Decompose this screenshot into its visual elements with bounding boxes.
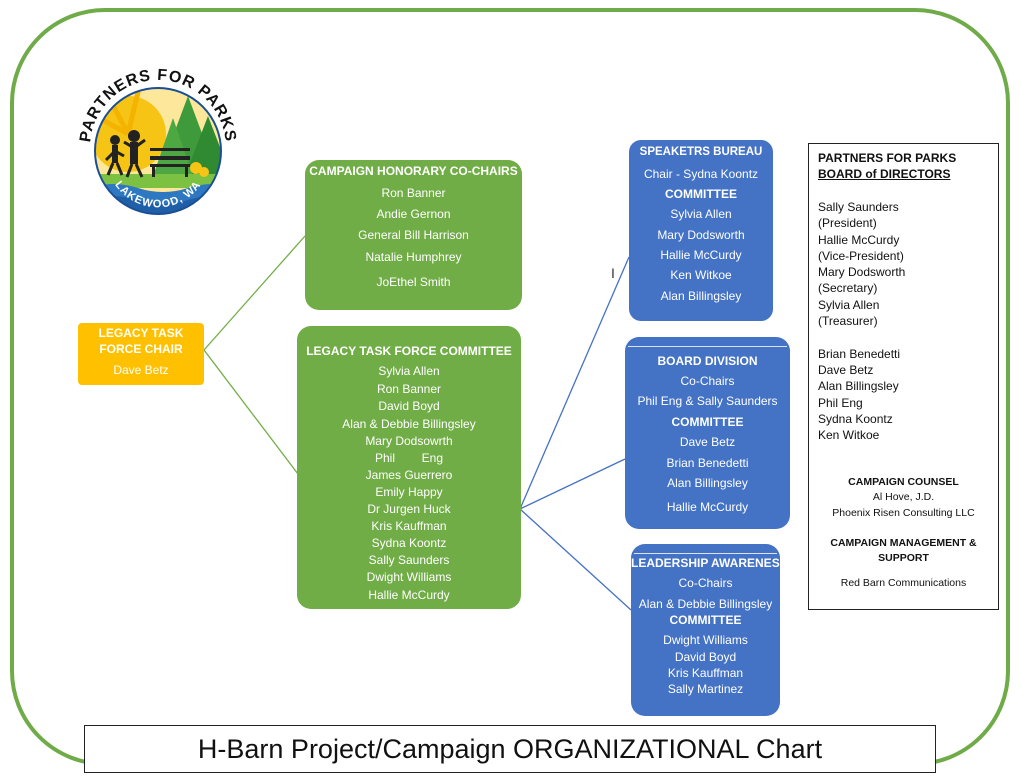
committee-member: David Boyd xyxy=(378,399,440,413)
speakers-committee-label: COMMITTEE xyxy=(665,187,737,201)
chart-title-box: H-Barn Project/Campaign ORGANIZATIONAL C… xyxy=(84,725,936,773)
committee-member: Dr Jurgen Huck xyxy=(367,502,451,516)
committee-member: Kris Kauffman xyxy=(371,519,447,533)
leadership-heading: LEADERSHIP AWARENESS xyxy=(631,556,788,570)
director-officer-line: (President) xyxy=(818,216,877,230)
connector-chair-to-honorary xyxy=(203,235,306,351)
committee-member: Hallie McCurdy xyxy=(368,588,450,602)
director-member: Phil Eng xyxy=(818,396,863,410)
speakers-heading: SPEAKETRS BUREAU xyxy=(639,146,763,158)
board-division-member: Dave Betz xyxy=(679,435,736,449)
board-of-directors-panel: PARTNERS FOR PARKS BOARD of DIRECTORS Sa… xyxy=(808,143,999,610)
legacy-chair-name: Dave Betz xyxy=(113,363,169,377)
committee-member: Phil Eng xyxy=(374,451,444,465)
connector-committee-to-leadership xyxy=(519,508,632,611)
committee-member: Sally Saunders xyxy=(368,553,450,567)
committee-heading: LEGACY TASK FORCE COMMITTEE xyxy=(306,344,512,358)
speakers-member: Alan Billingsley xyxy=(660,289,742,303)
committee-member: Mary Dodsowrth xyxy=(365,434,453,448)
board-division-box: BOARD DIVISION Co-Chairs Phil Eng & Sall… xyxy=(625,337,790,529)
committee-member: James Guerrero xyxy=(365,468,453,482)
leadership-committee-label: COMMITTEE xyxy=(669,613,742,627)
committee-member: Sydna Koontz xyxy=(371,536,447,550)
honorary-name: JoEthel Smith xyxy=(376,275,451,289)
campaign-management-heading-2: SUPPORT xyxy=(878,552,929,564)
director-member: Brian Benedetti xyxy=(818,347,901,361)
leadership-awareness-box: LEADERSHIP AWARENESS Co-Chairs Alan & De… xyxy=(631,544,788,716)
leadership-cochairs-label: Co-Chairs xyxy=(678,576,733,590)
campaign-counsel-heading: CAMPAIGN COUNSEL xyxy=(848,476,959,488)
committee-member: Emily Happy xyxy=(375,485,443,499)
campaign-management-name: Red Barn Communications xyxy=(840,577,967,589)
board-division-member: Alan Billingsley xyxy=(667,476,748,490)
honorary-co-chairs-box: CAMPAIGN HONORARY CO-CHAIRS Ron Banner A… xyxy=(305,160,522,310)
board-division-heading: BOARD DIVISION xyxy=(657,354,758,368)
honorary-name: Natalie Humphrey xyxy=(365,250,462,264)
director-officer-line: (Treasurer) xyxy=(818,314,878,328)
connector-committee-to-board-division xyxy=(519,458,626,510)
director-officer-line: Sally Saunders xyxy=(818,200,899,214)
director-officer-line: Sylvia Allen xyxy=(818,298,880,312)
leadership-member: Dwight Williams xyxy=(663,633,748,647)
committee-member: Dwight Williams xyxy=(366,570,452,584)
campaign-management-heading-1: CAMPAIGN MANAGEMENT & xyxy=(830,537,977,549)
directors-heading-2: BOARD of DIRECTORS xyxy=(818,167,951,181)
leadership-member: Sally Martinez xyxy=(667,682,744,696)
speakers-member: Ken Witkoe xyxy=(670,268,732,282)
chart-title: H-Barn Project/Campaign ORGANIZATIONAL C… xyxy=(197,733,823,764)
board-division-divider xyxy=(628,346,787,347)
director-member: Sydna Koontz xyxy=(818,412,893,426)
partners-for-parks-logo: PARTNERS FOR PARKS LAKEWOOD, WA xyxy=(68,56,248,236)
leadership-cochairs: Alan & Debbie Billingsley xyxy=(638,597,773,611)
board-division-cochairs: Phil Eng & Sally Saunders xyxy=(637,394,778,408)
honorary-name: Andie Gernon xyxy=(376,207,451,221)
leadership-member: David Boyd xyxy=(674,650,737,664)
speakers-member: Mary Dodsworth xyxy=(657,228,745,242)
director-officer-line: Hallie McCurdy xyxy=(818,233,900,247)
leadership-divider xyxy=(634,553,777,554)
board-division-member: Hallie McCurdy xyxy=(666,500,749,514)
directors-heading-1: PARTNERS FOR PARKS xyxy=(818,151,957,165)
campaign-counsel-firm: Phoenix Risen Consulting LLC xyxy=(832,507,975,519)
speakers-chair: Chair - Sydna Koontz xyxy=(643,167,759,181)
leadership-member: Kris Kauffman xyxy=(667,666,744,680)
connector-chair-to-committee xyxy=(203,349,299,475)
legacy-chair-heading-2: FORCE CHAIR xyxy=(99,342,183,356)
campaign-counsel-name: Al Hove, J.D. xyxy=(872,491,935,503)
speakers-member: Sylvia Allen xyxy=(670,207,732,221)
board-division-committee-label: COMMITTEE xyxy=(671,415,744,429)
board-division-cochairs-label: Co-Chairs xyxy=(680,374,735,388)
committee-member: Sylvia Allen xyxy=(378,364,440,378)
committee-member: Alan & Debbie Billingsley xyxy=(342,417,476,431)
director-member: Dave Betz xyxy=(818,363,874,377)
honorary-name: Ron Banner xyxy=(381,186,446,200)
honorary-name: General Bill Harrison xyxy=(358,228,469,242)
committee-member: Ron Banner xyxy=(376,382,442,396)
speakers-member: Hallie McCurdy xyxy=(660,248,742,262)
text-cursor-icon: I xyxy=(611,265,615,281)
director-officer-line: Mary Dodsworth xyxy=(818,265,906,279)
legacy-task-force-chair-box: LEGACY TASK FORCE CHAIR Dave Betz xyxy=(78,323,204,385)
director-officer-line: (Vice-President) xyxy=(818,249,904,263)
director-member: Alan Billingsley xyxy=(818,379,899,393)
director-member: Ken Witkoe xyxy=(818,428,880,442)
legacy-chair-heading-1: LEGACY TASK xyxy=(98,326,184,340)
speakers-bureau-box: SPEAKETRS BUREAU Chair - Sydna Koontz CO… xyxy=(629,140,773,321)
legacy-task-force-committee-box: LEGACY TASK FORCE COMMITTEE Sylvia Allen… xyxy=(297,326,521,609)
connector-committee-to-speakers xyxy=(519,256,630,510)
honorary-heading: CAMPAIGN HONORARY CO-CHAIRS xyxy=(309,164,518,178)
board-division-member: Brian Benedetti xyxy=(666,456,749,470)
director-officer-line: (Secretary) xyxy=(818,281,878,295)
